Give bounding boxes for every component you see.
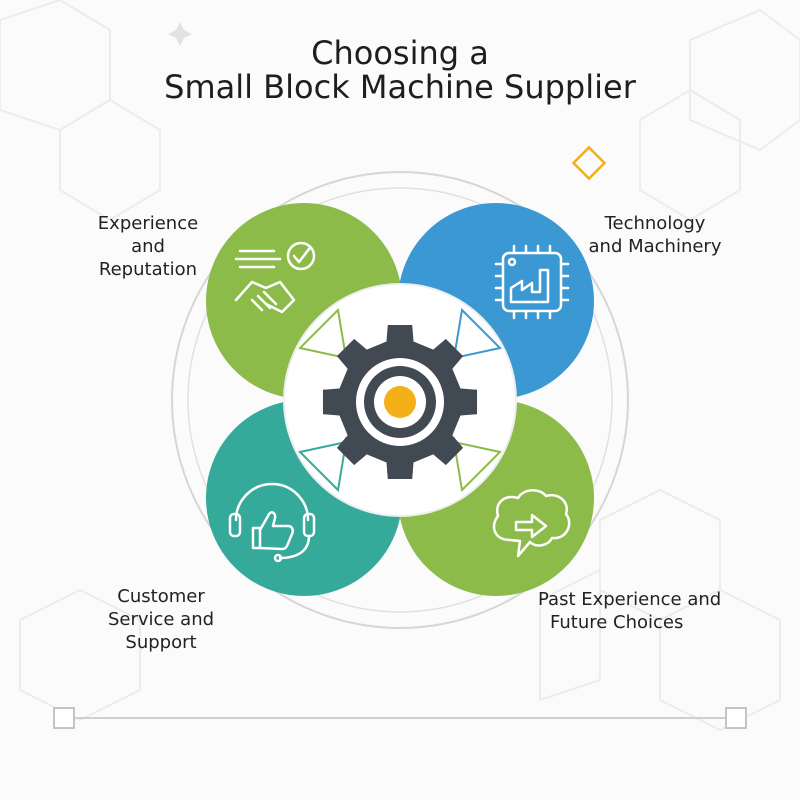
label-line: Past Experience and (538, 589, 722, 610)
title-line-1: Choosing a (311, 34, 489, 72)
label-customer-service: Customer Service and Support (98, 585, 224, 654)
handshake-checklist-icon (234, 241, 316, 314)
arrow-top-left (297, 307, 348, 360)
arrow-bottom-right (452, 440, 503, 493)
inner-ring (187, 187, 613, 613)
label-line: Reputation (98, 259, 198, 280)
label-line: Customer (117, 586, 205, 607)
diamond-decoration (571, 145, 607, 181)
sparkle-decoration (168, 22, 192, 46)
outer-ring (171, 171, 629, 629)
label-line: Experience and (97, 213, 199, 257)
label-past-future: Past Experience and Future Choices (538, 588, 728, 634)
gear-center-dot (384, 386, 416, 418)
background-pattern (0, 0, 800, 732)
arrow-bottom-left (297, 440, 348, 493)
speech-bubble-arrow-icon (492, 489, 571, 558)
label-line: Service and (107, 609, 215, 630)
arrow-top-right (452, 307, 503, 360)
title-line-2: Small Block Machine Supplier (164, 68, 636, 106)
label-line: Future Choices (550, 612, 684, 633)
label-technology-machinery: Technology and Machinery (582, 212, 728, 258)
label-line: and Machinery (588, 236, 722, 257)
label-line: Support (125, 632, 197, 653)
label-line: Technology (604, 213, 706, 234)
gear-icon (322, 324, 478, 480)
label-experience-reputation: Experience and Reputation (80, 212, 216, 281)
bottom-timeline (53, 707, 747, 729)
headset-thumbs-up-icon (228, 482, 316, 563)
chip-factory-icon (494, 244, 570, 320)
